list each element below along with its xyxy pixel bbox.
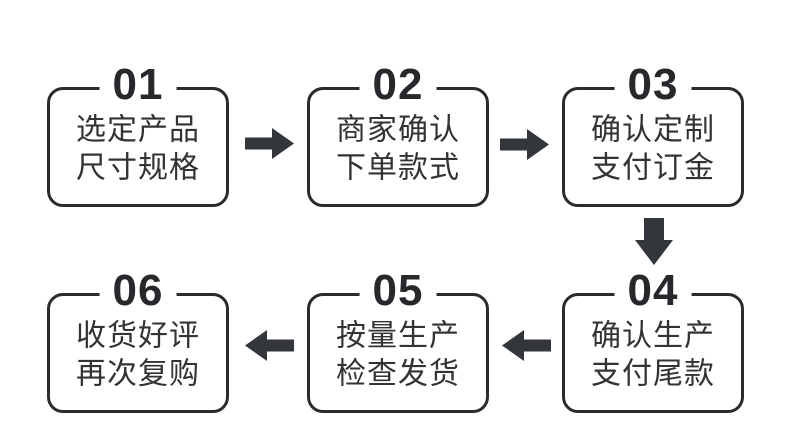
step-text-line1: 选定产品 xyxy=(76,113,200,147)
step-number: 06 xyxy=(99,269,177,313)
step-number: 02 xyxy=(359,63,437,107)
step-text-line2: 下单款式 xyxy=(336,151,460,185)
step-text-line1: 确认生产 xyxy=(591,319,715,353)
step-card-02: 02 商家确认 下单款式 xyxy=(307,63,489,207)
arrow-right-icon xyxy=(500,129,549,160)
step-number: 03 xyxy=(614,63,692,107)
step-number: 04 xyxy=(614,269,692,313)
step-card-01: 01 选定产品 尺寸规格 xyxy=(47,63,229,207)
step-text-line2: 支付尾款 xyxy=(591,357,715,391)
step-text-line2: 检查发货 xyxy=(336,357,460,391)
step-number: 01 xyxy=(99,63,177,107)
step-number: 05 xyxy=(359,269,437,313)
step-text-line1: 收货好评 xyxy=(76,319,200,353)
step-card-04: 04 确认生产 支付尾款 xyxy=(562,269,744,413)
step-text-line1: 商家确认 xyxy=(336,113,460,147)
step-text-line2: 支付订金 xyxy=(591,151,715,185)
arrow-down-icon xyxy=(635,218,673,265)
step-card-05: 05 按量生产 检查发货 xyxy=(307,269,489,413)
arrow-right-icon xyxy=(245,128,294,159)
step-text-line2: 再次复购 xyxy=(76,357,200,391)
arrow-left-icon xyxy=(502,330,551,361)
step-text-line2: 尺寸规格 xyxy=(76,151,200,185)
step-card-06: 06 收货好评 再次复购 xyxy=(47,269,229,413)
arrow-left-icon xyxy=(245,330,294,361)
step-text-line1: 按量生产 xyxy=(336,319,460,353)
step-text-line1: 确认定制 xyxy=(591,113,715,147)
step-card-03: 03 确认定制 支付订金 xyxy=(562,63,744,207)
